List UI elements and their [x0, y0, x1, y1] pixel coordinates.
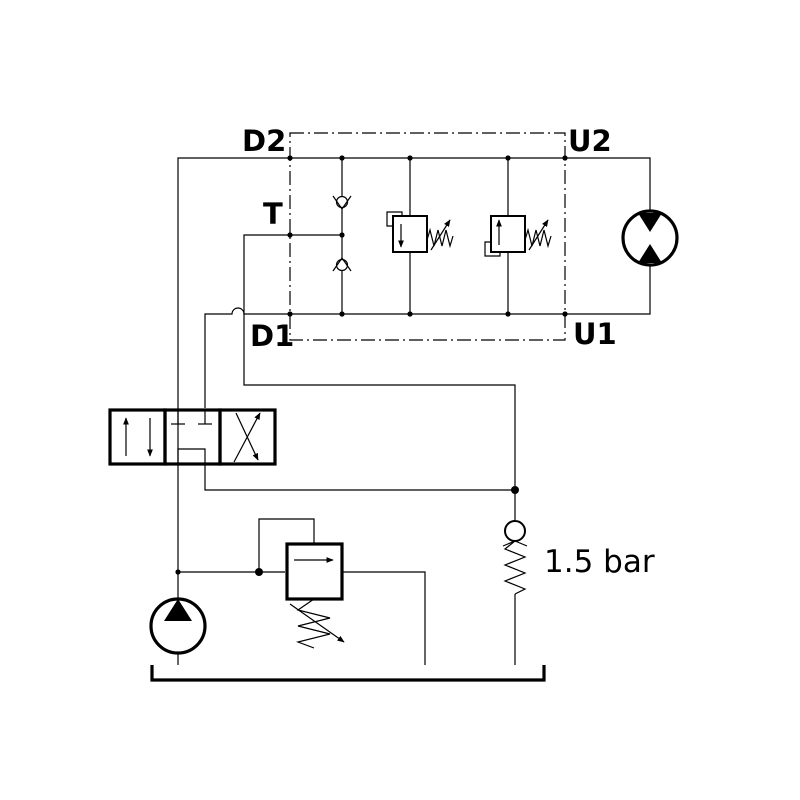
valve-block-boundary: [289, 132, 566, 341]
line-d2: [177, 155, 651, 602]
port-u2-label: U2: [568, 124, 612, 158]
hydraulic-motor: [621, 209, 679, 267]
return-line: [204, 464, 519, 494]
reservoir-tank: [150, 665, 546, 682]
relief-valve-2: [484, 158, 552, 314]
port-d2-label: D2: [242, 124, 286, 158]
relief-valve-1: [386, 158, 454, 314]
port-u1-label: U1: [573, 317, 617, 351]
pump-relief-valve: [285, 542, 345, 649]
return-check-valve: [502, 490, 528, 665]
check-valve-pressure-label: 1.5 bar: [544, 544, 655, 580]
hydraulic-pump: [149, 597, 207, 665]
port-d1-label: D1: [250, 319, 294, 353]
anti-cavitation-check-valves: [332, 158, 352, 314]
directional-control-valve: [108, 408, 277, 466]
port-t-label: T: [263, 197, 283, 231]
line-t: [243, 232, 516, 490]
pressure-line: [175, 518, 426, 665]
